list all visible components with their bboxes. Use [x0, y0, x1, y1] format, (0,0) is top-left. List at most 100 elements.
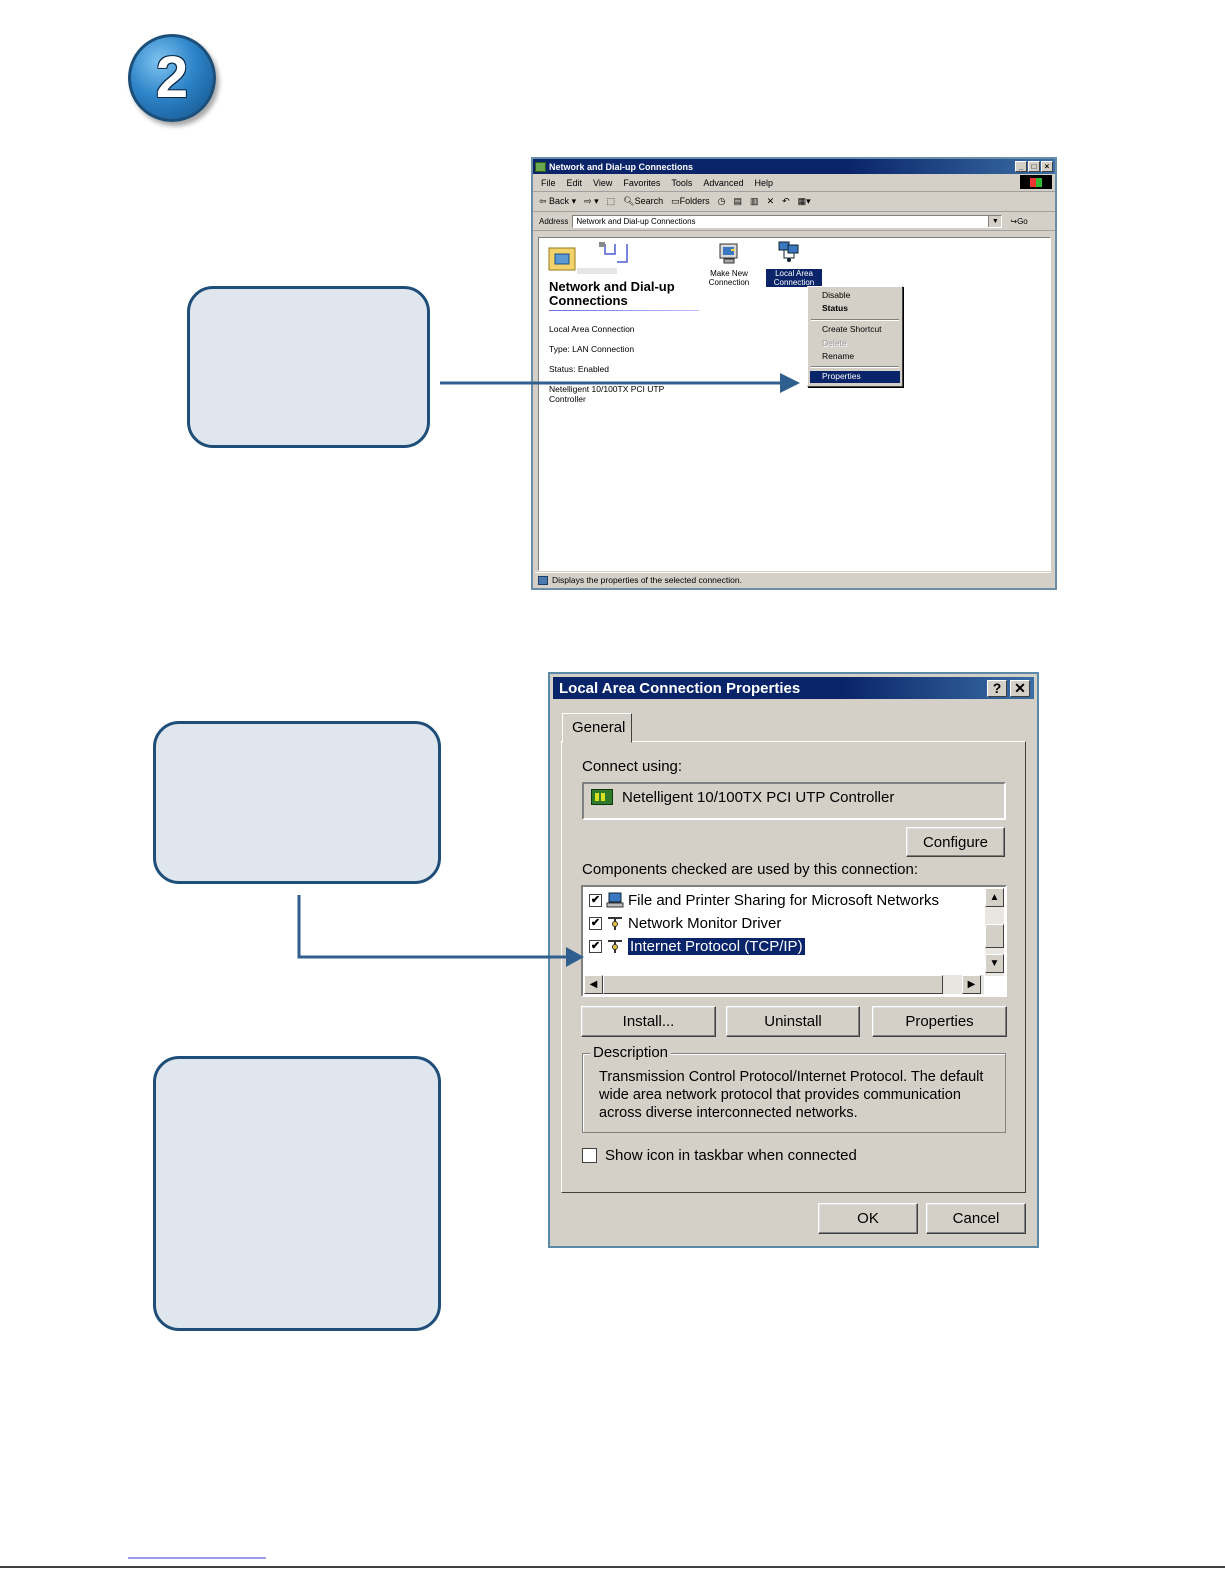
menu-item-properties-label: Properties — [822, 371, 861, 381]
scroll-left-icon[interactable]: ◀ — [584, 975, 603, 994]
close-button[interactable]: ✕ — [1010, 679, 1030, 697]
menu-item-create-shortcut[interactable]: Create Shortcut — [822, 324, 882, 334]
components-label: Components checked are used by this conn… — [582, 861, 919, 878]
go-button[interactable]: ↪Go — [1010, 216, 1028, 226]
tab-general[interactable]: General — [562, 713, 632, 743]
menu-view[interactable]: View — [593, 177, 613, 188]
scroll-thumb[interactable] — [603, 975, 943, 994]
undo-icon[interactable]: ↶ — [782, 196, 790, 206]
menu-item-disable[interactable]: Disable — [822, 290, 851, 300]
menu-favorites[interactable]: Favorites — [623, 177, 661, 188]
menu-separator — [811, 319, 899, 321]
protocol-icon — [608, 940, 622, 953]
folders-button[interactable]: ▭Folders — [671, 196, 710, 206]
description-label: Description — [590, 1044, 672, 1061]
step-number-badge: 2 — [128, 34, 216, 122]
local-area-connection-label[interactable]: Local Area Connection — [766, 269, 822, 287]
description-group — [582, 1053, 1006, 1133]
arrow-to-tcpip — [297, 895, 570, 959]
local-area-connection-icon[interactable] — [777, 240, 801, 264]
minimize-button[interactable]: _ — [1015, 161, 1027, 172]
connection-type: Type: LAN Connection — [549, 344, 635, 354]
component-label: Internet Protocol (TCP/IP) — [627, 936, 806, 956]
move-to-icon[interactable]: ▤ — [733, 196, 743, 206]
maximize-button[interactable]: □ — [1028, 161, 1040, 172]
adapter-field — [582, 782, 1006, 820]
back-button[interactable]: ⇦ Back ▾ — [539, 196, 577, 206]
menu-tools[interactable]: Tools — [671, 177, 693, 188]
components-list[interactable]: ✔ File and Printer Sharing for Microsoft… — [581, 885, 1007, 997]
window-titlebar[interactable]: Network and Dial-up Connections _ □ × — [533, 159, 1055, 174]
component-label: Network Monitor Driver — [628, 914, 782, 932]
show-icon-label: Show icon in taskbar when connected — [605, 1147, 857, 1164]
menu-help[interactable]: Help — [754, 177, 773, 188]
dialog-titlebar[interactable]: Local Area Connection Properties ? ✕ — [553, 677, 1034, 699]
menu-advanced[interactable]: Advanced — [703, 177, 744, 188]
vertical-scrollbar[interactable]: ▲ ▼ — [985, 888, 1004, 976]
make-new-label-line1: Make New — [710, 269, 748, 278]
status-computer-icon — [538, 575, 548, 585]
connection-name: Local Area Connection — [549, 324, 635, 334]
menu-file[interactable]: File — [541, 177, 556, 188]
scroll-up-icon[interactable]: ▲ — [985, 888, 1004, 907]
help-button[interactable]: ? — [987, 679, 1007, 697]
callout-box-2 — [153, 721, 441, 884]
menu-item-status[interactable]: Status — [822, 303, 848, 313]
list-item-selected[interactable]: ✔ Internet Protocol (TCP/IP) — [589, 936, 806, 956]
list-item[interactable]: ✔ File and Printer Sharing for Microsoft… — [589, 890, 939, 910]
horizontal-scrollbar[interactable]: ◀ ▶ — [584, 975, 984, 994]
up-folder-icon[interactable]: ⬚ — [606, 196, 616, 206]
back-label: Back — [549, 196, 570, 206]
delete-icon[interactable]: ✕ — [766, 196, 775, 206]
windows-logo-icon — [1020, 175, 1052, 189]
lan-label-line2: Connection — [773, 278, 815, 287]
history-icon[interactable]: ◷ — [717, 196, 726, 206]
pane-divider — [549, 310, 699, 311]
callout-box-3 — [153, 1056, 441, 1331]
scroll-down-icon[interactable]: ▼ — [985, 954, 1004, 973]
install-button[interactable]: Install... — [581, 1006, 716, 1037]
menu-item-rename[interactable]: Rename — [822, 351, 855, 361]
close-button[interactable]: × — [1041, 161, 1053, 172]
folder-content-pane: Network and Dial-up Connections Local Ar… — [538, 237, 1051, 571]
protocol-icon — [608, 917, 622, 930]
properties-button[interactable]: Properties — [872, 1006, 1007, 1037]
search-button[interactable]: 🔍︎Search — [623, 196, 664, 206]
step-number: 2 — [155, 45, 189, 110]
menu-item-properties[interactable]: Properties — [810, 371, 900, 383]
status-text: Displays the properties of the selected … — [552, 575, 742, 585]
scroll-right-icon[interactable]: ▶ — [962, 975, 981, 994]
menu-bar: File Edit View Favorites Tools Advanced … — [533, 174, 1055, 192]
window-title: Network and Dial-up Connections — [549, 161, 694, 172]
network-service-icon — [606, 892, 624, 908]
network-folder-icon — [535, 161, 546, 172]
make-new-connection-icon[interactable] — [717, 242, 741, 266]
context-menu: Disable Status Create Shortcut Delete Re… — [807, 286, 903, 387]
go-label: Go — [1017, 216, 1028, 226]
status-bar: Displays the properties of the selected … — [535, 572, 1051, 587]
connect-using-label: Connect using: — [582, 758, 683, 775]
show-icon-option[interactable]: Show icon in taskbar when connected — [582, 1147, 857, 1164]
ok-button[interactable]: OK — [818, 1203, 918, 1234]
component-checkbox[interactable]: ✔ — [589, 916, 602, 930]
copy-to-icon[interactable]: ▥ — [750, 196, 759, 206]
toolbar: ⇦ Back ▾ ⇨ ▾ ⬚ 🔍︎Search ▭Folders ◷ ▤ ▥ ✕… — [533, 192, 1055, 212]
uninstall-button[interactable]: Uninstall — [726, 1006, 860, 1037]
menu-edit[interactable]: Edit — [566, 177, 583, 188]
forward-button[interactable]: ⇨ ▾ — [584, 196, 599, 206]
cancel-button[interactable]: Cancel — [926, 1203, 1026, 1234]
make-new-connection-label[interactable]: Make New Connection — [701, 269, 757, 287]
address-dropdown-icon[interactable]: ▼ — [988, 215, 1002, 227]
folders-label: Folders — [679, 196, 710, 206]
configure-button[interactable]: Configure — [906, 827, 1005, 857]
scroll-thumb[interactable] — [985, 924, 1004, 948]
show-icon-checkbox[interactable] — [582, 1148, 597, 1163]
component-checkbox[interactable]: ✔ — [589, 893, 602, 907]
views-icon[interactable]: ▦▾ — [797, 196, 811, 206]
component-checkbox[interactable]: ✔ — [589, 939, 602, 953]
menu-item-delete: Delete — [822, 338, 847, 348]
description-text: Transmission Control Protocol/Internet P… — [599, 1069, 984, 1121]
network-folder-graphic-icon — [548, 242, 628, 274]
list-item[interactable]: ✔ Network Monitor Driver — [589, 913, 781, 933]
address-input[interactable]: Network and Dial-up Connections ▼ — [572, 214, 1003, 228]
